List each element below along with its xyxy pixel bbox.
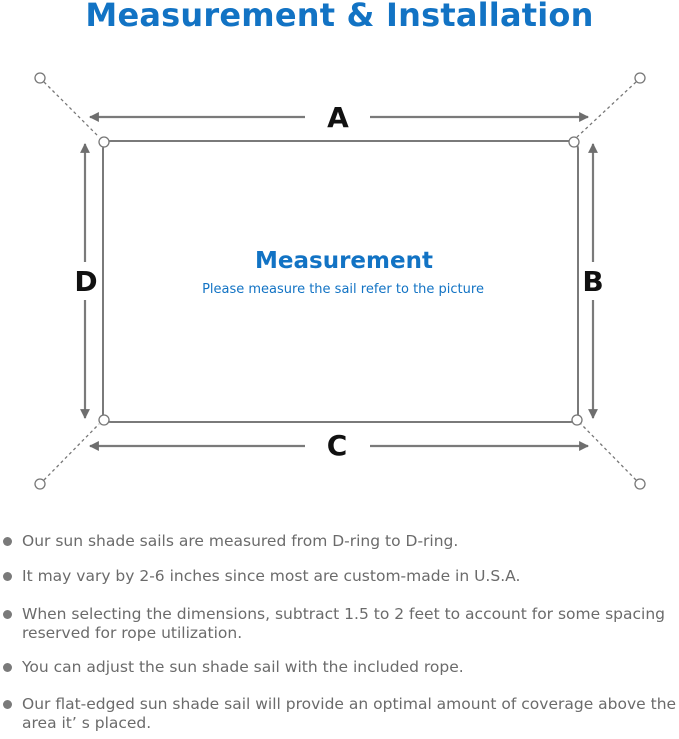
list-item: Our flat-edged sun shade sail will provi… bbox=[0, 695, 679, 733]
list-item: It may vary by 2-6 inches since most are… bbox=[0, 567, 679, 586]
list-item: When selecting the dimensions, subtract … bbox=[0, 605, 679, 643]
label-a: A bbox=[327, 101, 349, 134]
dimension-arrows bbox=[80, 112, 598, 451]
sail-outline bbox=[102, 140, 579, 423]
center-subtitle: Please measure the sail refer to the pic… bbox=[202, 282, 484, 297]
d-rings bbox=[98, 136, 583, 426]
measurement-diagram: A B C D Measurement Please measure the s… bbox=[34, 72, 646, 490]
anchor-points bbox=[34, 72, 646, 490]
rope-lines bbox=[43, 81, 637, 481]
center-title: Measurement bbox=[255, 248, 433, 274]
page-title: Measurement & Installation bbox=[85, 0, 594, 34]
label-c: C bbox=[327, 429, 348, 462]
list-item: You can adjust the sun shade sail with t… bbox=[0, 658, 679, 677]
list-item: Our sun shade sails are measured from D-… bbox=[0, 532, 679, 551]
label-b: B bbox=[582, 265, 603, 298]
bullet-list: Our sun shade sails are measured from D-… bbox=[0, 532, 679, 733]
label-d: D bbox=[74, 265, 97, 298]
